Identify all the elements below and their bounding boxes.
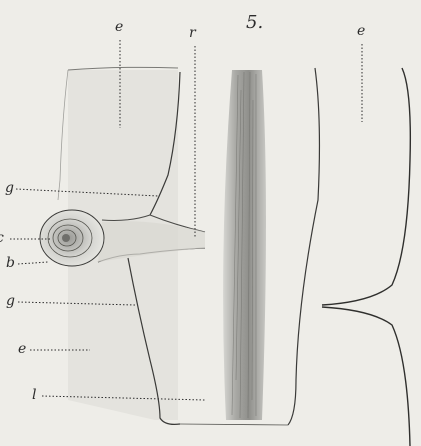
label-g-lower: g: [6, 294, 15, 308]
label-r: r: [189, 26, 196, 40]
label-e-top-right: e: [357, 24, 365, 38]
central-right-boundary: [288, 68, 319, 425]
left-tissue-top-edge: [68, 67, 178, 70]
figure-number: 5.: [246, 14, 263, 32]
bud-core: [62, 234, 70, 242]
right-tissue-lower-edge: [322, 307, 410, 446]
label-l: l: [32, 388, 36, 402]
label-b: b: [6, 256, 15, 270]
leader-b: [18, 262, 48, 264]
left-tissue-outer-edge: [58, 70, 68, 200]
bud-outer: [40, 210, 104, 266]
right-tissue-upper-edge: [322, 68, 410, 305]
central-band: [223, 70, 266, 420]
label-e-lower-left: e: [18, 342, 26, 356]
label-c: c: [0, 231, 4, 245]
label-e-top-left: e: [115, 20, 123, 34]
central-bottom-edge: [180, 424, 288, 425]
label-g-upper: g: [5, 181, 14, 195]
